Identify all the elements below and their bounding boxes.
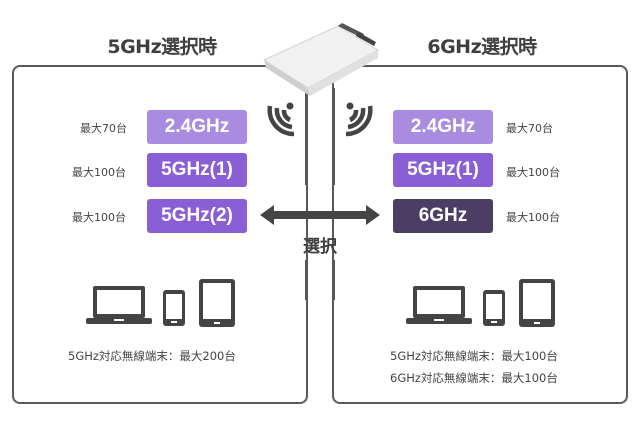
connector-line-left-top [305, 88, 307, 185]
right-band-5ghz-1: 5GHz(1) [393, 153, 493, 187]
double-arrow-icon [260, 205, 380, 225]
left-device-note: 5GHz対応無線端末：最大200台 [68, 349, 236, 363]
connector-line-left-bottom [305, 260, 307, 300]
laptop-icon [86, 286, 152, 324]
wifi-signal-icon-left [267, 102, 295, 137]
tablet-icon [199, 279, 235, 327]
access-point-icon [262, 23, 380, 96]
right-band-capacity: 最大100台 [506, 211, 560, 224]
left-band-5ghz-2: 5GHz(2) [147, 199, 247, 233]
connector-line-right-top [333, 88, 335, 185]
left-band-capacity: 最大100台 [72, 166, 126, 179]
right-device-note: 5GHz対応無線端末：最大100台 [390, 349, 558, 363]
left-band-capacity: 最大100台 [72, 211, 126, 224]
right-band-capacity: 最大70台 [506, 122, 553, 135]
left-band-capacity: 最大70台 [80, 122, 127, 135]
smartphone-icon [163, 290, 185, 326]
left-band-5ghz-1: 5GHz(1) [147, 153, 247, 187]
smartphone-icon [483, 290, 505, 326]
wifi-signal-icon-right [345, 102, 373, 137]
left-band-2-4ghz: 2.4GHz [147, 110, 247, 144]
connector-line-right-bottom [333, 260, 335, 300]
right-panel-title: 6GHz選択時 [427, 36, 537, 58]
left-panel-title: 5GHz選択時 [107, 36, 217, 58]
right-band-2-4ghz: 2.4GHz [393, 110, 493, 144]
laptop-icon [406, 286, 472, 324]
tablet-icon [519, 279, 555, 327]
right-band-capacity: 最大100台 [506, 166, 560, 179]
right-device-note: 6GHz対応無線端末：最大100台 [390, 371, 558, 385]
select-label: 選択 [303, 237, 337, 257]
right-band-6ghz: 6GHz [393, 199, 493, 233]
